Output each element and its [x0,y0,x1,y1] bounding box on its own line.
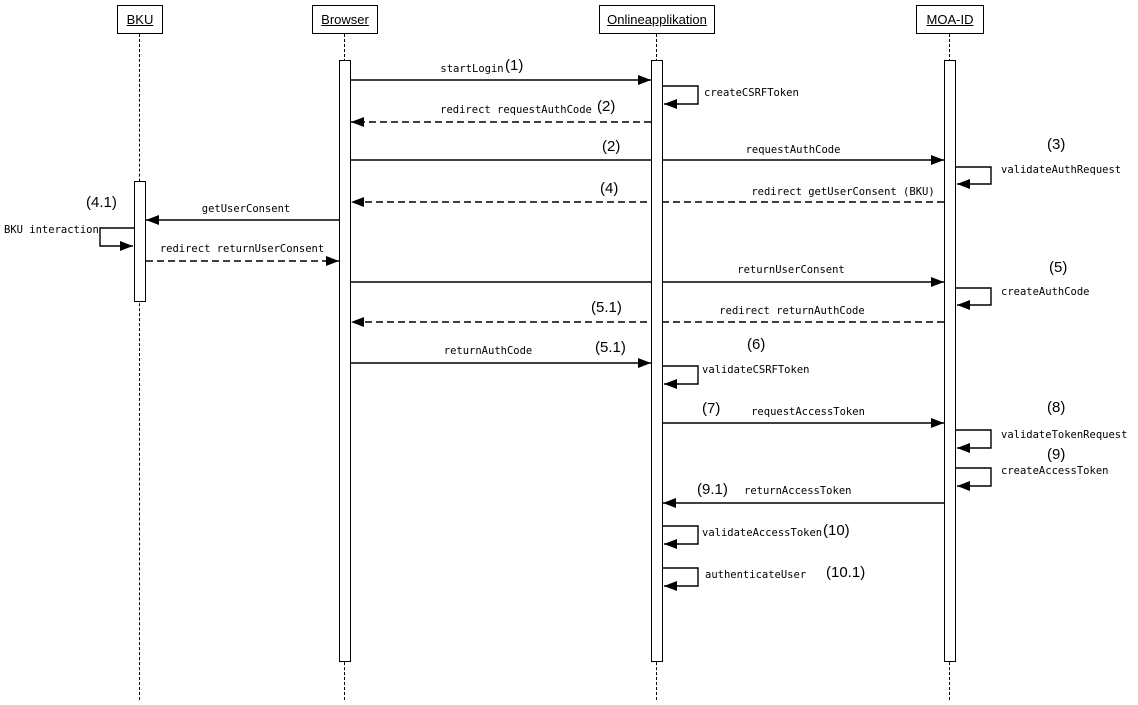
participant-label-bku: BKU [126,12,154,27]
self-arrow-validate-auth-request [956,166,992,189]
message-number-2a: (2) [597,98,616,115]
self-arrow-validate-csrf-token [663,365,699,389]
participant-box-moaid: MOA-ID [916,5,984,34]
self-arrow-create-csrf-token [663,85,699,109]
self-arrow-create-auth-code [956,287,992,310]
self-arrow-validate-token-request [956,429,992,453]
participant-box-onlineapp: Onlineapplikation [599,5,715,34]
message-label-start-login: startLogin [440,63,504,75]
message-number-2b: (2) [602,138,621,155]
message-label-authenticate-user: authenticateUser [705,569,807,581]
message-number-3: (3) [1047,136,1066,153]
message-number-5-1b: (5.1) [595,339,626,356]
message-label-bku-interaction: BKU interaction [4,224,99,236]
message-label-return-access-token: returnAccessToken [744,485,852,497]
message-label-return-auth-code: returnAuthCode [443,345,533,357]
message-number-7: (7) [702,400,721,417]
message-number-1: (1) [505,57,524,74]
self-arrow-create-access-token [956,467,992,491]
message-label-redirect-return-user-consent: redirect returnUserConsent [159,243,325,255]
message-label-create-auth-code: createAuthCode [1001,286,1090,298]
participant-label-moaid: MOA-ID [926,12,974,27]
participant-label-onlineapp: Onlineapplikation [607,12,707,27]
activation-onlineapp [651,60,663,662]
message-label-validate-token-request: validateTokenRequest [1001,429,1128,441]
message-number-6: (6) [747,336,766,353]
message-number-10-1: (10.1) [826,564,866,581]
self-arrow-validate-access-token [663,525,699,549]
message-label-create-access-token: createAccessToken [1001,465,1109,477]
message-label-validate-access-token: validateAccessToken [702,527,823,539]
message-label-redirect-request-auth-code: redirect requestAuthCode [440,104,592,116]
message-label-get-user-consent: getUserConsent [201,203,291,215]
message-label-return-user-consent: returnUserConsent [737,264,845,276]
participant-box-bku: BKU [117,5,163,34]
message-number-4-1: (4.1) [86,194,117,211]
lifeline-bku [139,34,140,700]
self-arrow-authenticate-user [663,567,699,591]
message-number-10: (10) [823,522,850,539]
activation-bku [134,181,146,302]
activation-browser [339,60,351,662]
message-label-validate-csrf-token: validateCSRFToken [702,364,810,376]
message-number-8: (8) [1047,399,1066,416]
participant-label-browser: Browser [321,12,369,27]
message-label-request-auth-code: requestAuthCode [745,144,841,156]
message-label-redirect-get-user-consent: redirect getUserConsent (BKU) [751,186,935,198]
message-label-create-csrf-token: createCSRFToken [704,87,799,99]
activation-moaid [944,60,956,662]
participant-box-browser: Browser [312,5,378,34]
message-label-request-access-token: requestAccessToken [751,406,865,418]
message-label-redirect-return-auth-code: redirect returnAuthCode [719,305,865,317]
message-number-5: (5) [1049,259,1068,276]
message-number-9-1: (9.1) [697,481,728,498]
self-arrow-bku-interaction [99,227,134,251]
message-number-9: (9) [1047,446,1066,463]
message-number-5-1a: (5.1) [591,299,622,316]
message-label-validate-auth-request: validateAuthRequest [1001,164,1122,176]
message-number-4: (4) [600,180,619,197]
